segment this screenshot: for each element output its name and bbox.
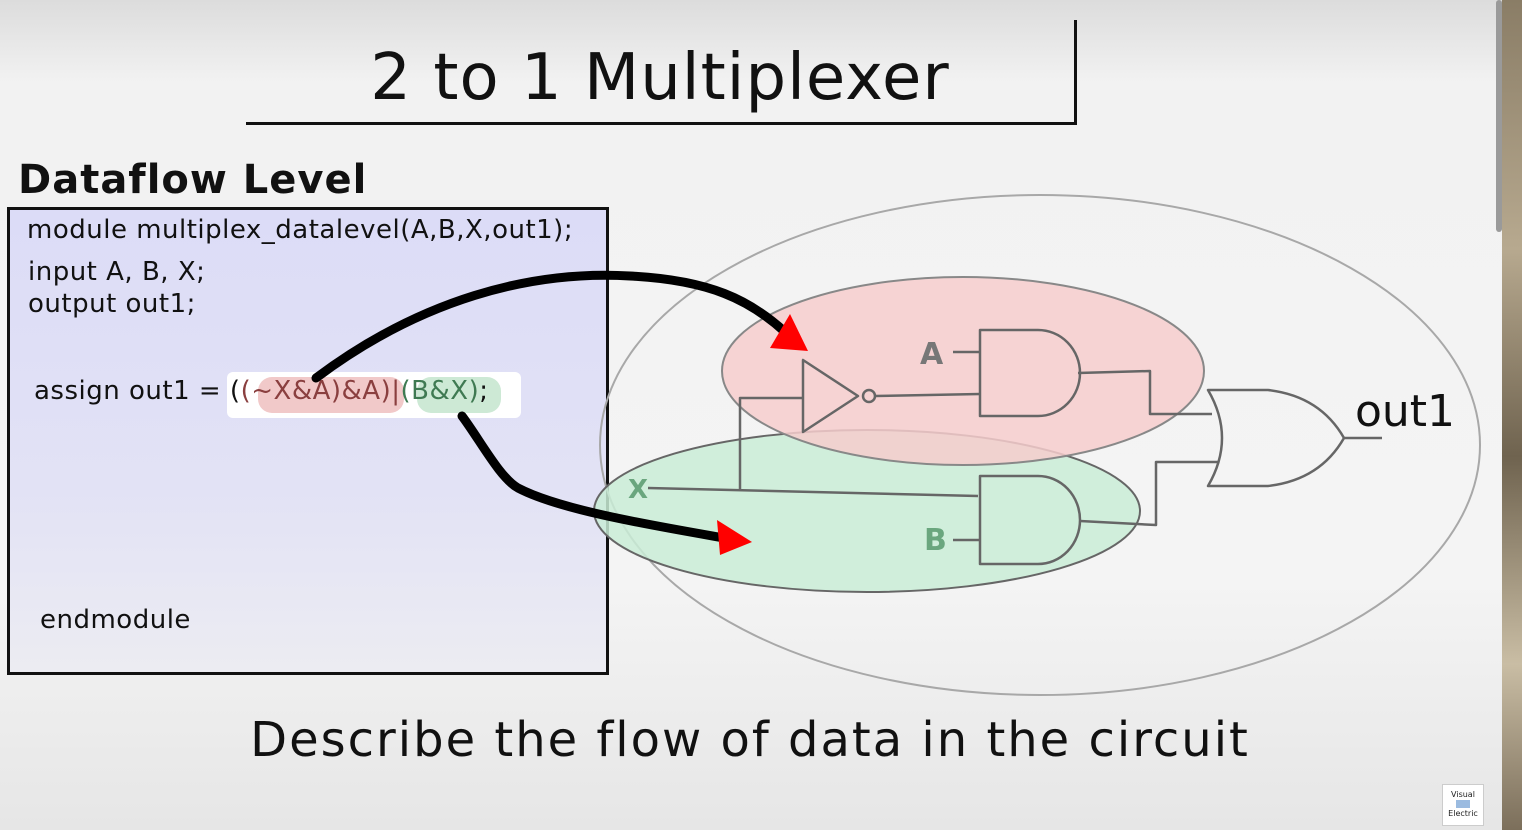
logo-text-bottom: Electric (1448, 809, 1478, 818)
assign-or-operator: | (391, 376, 401, 406)
assign-prefix: assign out1 = ( (34, 376, 241, 406)
arrow-to-red-group (311, 270, 790, 383)
x-branch-wire (738, 396, 803, 490)
code-line-endmodule: endmodule (40, 605, 191, 635)
outer-group-ellipse (599, 194, 1481, 696)
red-term-highlight (258, 377, 404, 413)
arrow-to-green-group (457, 411, 729, 543)
title-frame: 2 to 1 Multiplexer (246, 20, 1077, 125)
and-gate-top (978, 328, 1082, 418)
red-arrow-head-bottom (717, 520, 752, 555)
logo-text-top: Visual (1451, 790, 1475, 799)
caption: Describe the flow of data in the circuit (250, 712, 1250, 768)
output-label: out1 (1355, 386, 1455, 437)
input-x-label: X (628, 475, 648, 505)
logo-mark (1456, 800, 1470, 808)
code-line-module: module multiplex_datalevel(A,B,X,out1); (27, 215, 574, 245)
not-output-wire (874, 392, 981, 398)
x-wire (647, 486, 979, 498)
green-term-highlight (417, 377, 501, 413)
section-label: Dataflow Level (18, 157, 368, 203)
input-a-label: A (920, 337, 944, 372)
and-gate-bottom (978, 474, 1082, 566)
assign-suffix: ; (479, 376, 489, 406)
not-gate (801, 358, 860, 434)
page-title: 2 to 1 Multiplexer (370, 41, 950, 115)
scrollbar[interactable] (1496, 0, 1502, 232)
input-b-label: B (924, 523, 947, 558)
red-group-ellipse (721, 276, 1205, 466)
and-top-output-wire (1077, 369, 1212, 416)
background-edge (1502, 0, 1522, 830)
channel-logo: Visual Electric (1442, 784, 1484, 826)
assign-green-term: (B&X) (400, 376, 480, 406)
code-line-output: output out1; (28, 289, 196, 319)
code-line-input: input A, B, X; (28, 257, 206, 287)
red-arrow-head-top (770, 314, 808, 351)
or-gate (1206, 388, 1346, 488)
and-bottom-output-wire (1079, 460, 1218, 527)
